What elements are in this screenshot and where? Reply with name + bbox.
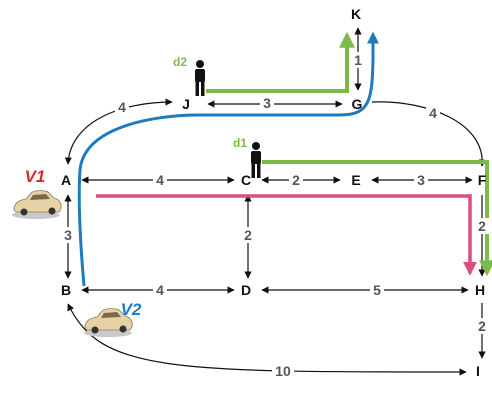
v2-route bbox=[77, 31, 379, 287]
edge-weights: 3 4 4 1 4 2 3 3 2 4 5 2 2 10 bbox=[61, 52, 489, 380]
passenger-d1: d1 bbox=[233, 136, 261, 178]
node-d: D bbox=[241, 282, 251, 298]
v1-label: V1 bbox=[25, 167, 46, 186]
weight-c-e: 2 bbox=[292, 172, 300, 188]
weight-a-c: 4 bbox=[156, 172, 164, 188]
weight-d-h: 5 bbox=[373, 282, 381, 298]
person-icon bbox=[195, 60, 205, 96]
weight-g-f: 4 bbox=[429, 105, 437, 121]
weight-e-f: 3 bbox=[417, 172, 425, 188]
d2-label: d2 bbox=[173, 55, 187, 69]
passenger-d2: d2 bbox=[173, 55, 205, 96]
weight-h-i: 2 bbox=[478, 318, 486, 334]
weight-b-d: 4 bbox=[156, 282, 164, 298]
vehicle-v1: V1 bbox=[12, 167, 62, 219]
node-i: I bbox=[476, 363, 480, 379]
edge-g-f bbox=[371, 101, 487, 167]
edge-a-j bbox=[64, 98, 173, 165]
vehicle-v2: V2 bbox=[84, 300, 142, 337]
node-labels: A B C D E F G H I J K bbox=[61, 6, 487, 379]
weight-c-d: 2 bbox=[244, 227, 252, 243]
d2-route bbox=[206, 31, 355, 93]
node-f: F bbox=[478, 172, 487, 188]
node-c: C bbox=[241, 172, 251, 188]
weight-a-j: 4 bbox=[118, 99, 126, 115]
car-icon bbox=[84, 308, 133, 337]
node-g: G bbox=[352, 96, 363, 112]
weight-b-i: 10 bbox=[275, 363, 291, 379]
node-j: J bbox=[182, 96, 190, 112]
weight-j-g: 3 bbox=[263, 95, 271, 111]
edge-b-i bbox=[67, 303, 467, 376]
node-h: H bbox=[475, 282, 485, 298]
node-k: K bbox=[351, 6, 361, 22]
v1-route bbox=[96, 194, 477, 276]
node-b: B bbox=[61, 282, 71, 298]
d1-route bbox=[262, 160, 492, 277]
graph-edges bbox=[64, 27, 487, 376]
d1-label: d1 bbox=[233, 136, 247, 150]
weight-g-k: 1 bbox=[354, 52, 362, 68]
weight-f-h: 2 bbox=[478, 218, 486, 234]
node-a: A bbox=[61, 172, 71, 188]
car-icon bbox=[12, 190, 62, 219]
node-e: E bbox=[351, 172, 360, 188]
person-icon bbox=[251, 142, 261, 178]
weight-a-b: 3 bbox=[64, 227, 72, 243]
v2-label: V2 bbox=[121, 300, 142, 319]
